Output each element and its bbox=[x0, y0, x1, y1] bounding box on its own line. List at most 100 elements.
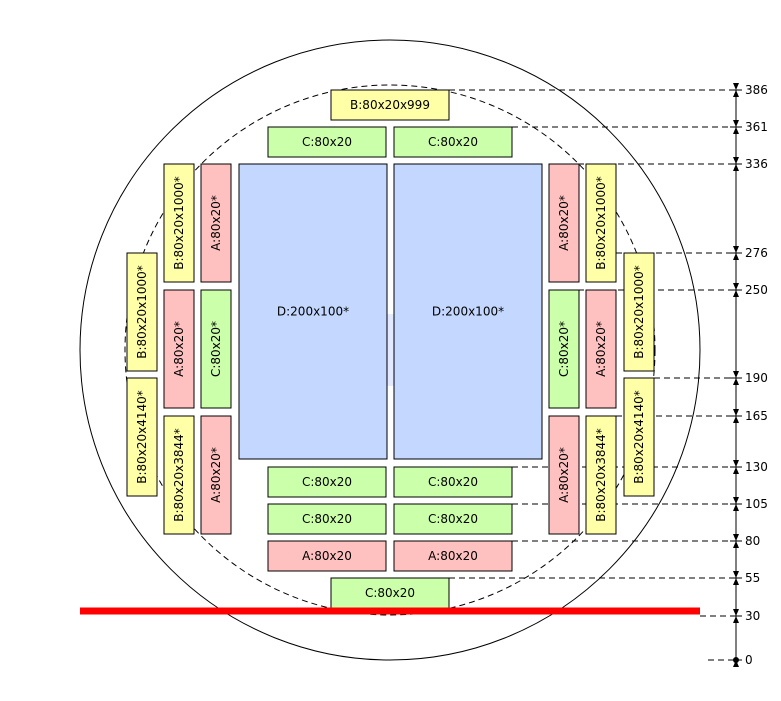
block-c-mid1-left: C:80x20 bbox=[267, 466, 387, 498]
scale-tick-label: 30 bbox=[745, 609, 760, 623]
block-a-l3-top: A:80x20* bbox=[200, 163, 232, 283]
block-label: C:80x20 bbox=[365, 586, 415, 600]
wafer-inner-dashed-circle bbox=[124, 84, 656, 616]
block-rect bbox=[163, 163, 195, 283]
scale-arrow-down bbox=[733, 409, 739, 416]
block-a-l3-bot: A:80x20* bbox=[200, 415, 232, 535]
block-rect bbox=[267, 503, 387, 535]
block-rect bbox=[238, 163, 388, 460]
scale-tick-label: 276 bbox=[745, 246, 768, 260]
scale-arrow-down bbox=[733, 246, 739, 253]
block-rect bbox=[267, 126, 387, 158]
block-label: A:80x20 bbox=[428, 549, 478, 563]
block-rect bbox=[200, 415, 232, 535]
block-rect bbox=[393, 540, 513, 572]
block-label: C:80x20 bbox=[302, 135, 352, 149]
block-label: C:80x20* bbox=[209, 321, 223, 377]
block-label: B:80x20x1000* bbox=[632, 265, 646, 359]
block-label: B:80x20x3844* bbox=[594, 428, 608, 522]
block-c-top-right: C:80x20 bbox=[393, 126, 513, 158]
block-rect bbox=[548, 163, 580, 283]
scale-arrow-up bbox=[733, 90, 739, 97]
block-c-bottom: C:80x20 bbox=[330, 577, 450, 609]
scale-arrow-down bbox=[733, 460, 739, 467]
scale-arrow-up bbox=[733, 416, 739, 423]
scale-arrow-down bbox=[733, 120, 739, 127]
block-c-l3-mid: C:80x20* bbox=[200, 289, 232, 409]
block-rect bbox=[548, 415, 580, 535]
scale-arrow-up bbox=[733, 504, 739, 511]
scale-arrow-up bbox=[733, 660, 739, 667]
block-c-top-left: C:80x20 bbox=[267, 126, 387, 158]
scale-tick-label: 105 bbox=[745, 497, 768, 511]
block-label: C:80x20 bbox=[302, 512, 352, 526]
scale-arrow-down bbox=[733, 157, 739, 164]
scale-tick-label: 130 bbox=[745, 460, 768, 474]
scale-tick-label: 55 bbox=[745, 571, 760, 585]
scale-arrow-down bbox=[733, 371, 739, 378]
scale-tick-label: 361 bbox=[745, 120, 768, 134]
scale-tick-label: 80 bbox=[745, 534, 760, 548]
block-label: A:80x20* bbox=[209, 195, 223, 251]
block-label: C:80x20 bbox=[428, 475, 478, 489]
block-rect bbox=[393, 503, 513, 535]
block-b-top: B:80x20x999 bbox=[330, 89, 450, 121]
block-label: C:80x20 bbox=[302, 475, 352, 489]
scale-tick-label: 165 bbox=[745, 409, 768, 423]
block-rect bbox=[393, 126, 513, 158]
block-b-l2-bot: B:80x20x3844* bbox=[163, 415, 195, 535]
block-label: B:80x20x1000* bbox=[135, 265, 149, 359]
block-rect bbox=[163, 289, 195, 409]
block-label: C:80x20* bbox=[557, 321, 571, 377]
scale-tick-label: 190 bbox=[745, 371, 768, 385]
block-rect bbox=[163, 415, 195, 535]
block-d-left: D:200x100* bbox=[238, 163, 388, 460]
block-rect bbox=[393, 163, 543, 460]
block-a-r1-top: A:80x20* bbox=[548, 163, 580, 283]
scale-arrow-up bbox=[733, 253, 739, 260]
scale-arrow-up bbox=[733, 578, 739, 585]
block-rect bbox=[200, 163, 232, 283]
scale-arrow-down bbox=[733, 609, 739, 616]
wafer-outer-circle bbox=[79, 39, 701, 661]
block-label: C:80x20 bbox=[428, 135, 478, 149]
block-label: A:80x20* bbox=[557, 195, 571, 251]
block-label: B:80x20x1000* bbox=[172, 176, 186, 270]
block-b-r2-top: B:80x20x1000* bbox=[585, 163, 617, 283]
scale-arrow-up bbox=[733, 467, 739, 474]
block-b-r3-top: B:80x20x1000* bbox=[623, 252, 655, 372]
block-c-mid1-right: C:80x20 bbox=[393, 466, 513, 498]
block-label: D:200x100* bbox=[277, 305, 349, 319]
block-a-bottom-right: A:80x20 bbox=[393, 540, 513, 572]
block-label: A:80x20* bbox=[557, 447, 571, 503]
scale-tick-label: 250 bbox=[745, 283, 768, 297]
scale-tick-label: 0 bbox=[745, 653, 753, 667]
block-label: A:80x20* bbox=[172, 321, 186, 377]
block-d-right: D:200x100* bbox=[393, 163, 543, 460]
scale-arrow-down bbox=[733, 534, 739, 541]
block-label: B:80x20x3844* bbox=[172, 428, 186, 522]
block-label: B:80x20x999 bbox=[350, 98, 430, 112]
scale-arrow-down bbox=[733, 83, 739, 90]
block-rect bbox=[585, 415, 617, 535]
block-label: C:80x20 bbox=[428, 512, 478, 526]
scale-arrow-down bbox=[733, 283, 739, 290]
block-b-r3-bot: B:80x20x4140* bbox=[623, 377, 655, 497]
block-rect bbox=[623, 252, 655, 372]
scale-arrows bbox=[733, 83, 739, 667]
block-label: A:80x20* bbox=[594, 321, 608, 377]
scale-arrow-up bbox=[733, 378, 739, 385]
block-a-l3-mid: A:80x20* bbox=[163, 289, 195, 409]
scale-arrow-up bbox=[733, 541, 739, 548]
block-rect bbox=[585, 163, 617, 283]
scale-origin-dot bbox=[733, 657, 739, 663]
block-rect bbox=[267, 466, 387, 498]
block-rect bbox=[267, 540, 387, 572]
block-b-l2-top: B:80x20x1000* bbox=[163, 163, 195, 283]
scale-tick-label: 386 bbox=[745, 83, 768, 97]
block-rect bbox=[126, 252, 158, 372]
block-rect bbox=[548, 289, 580, 409]
